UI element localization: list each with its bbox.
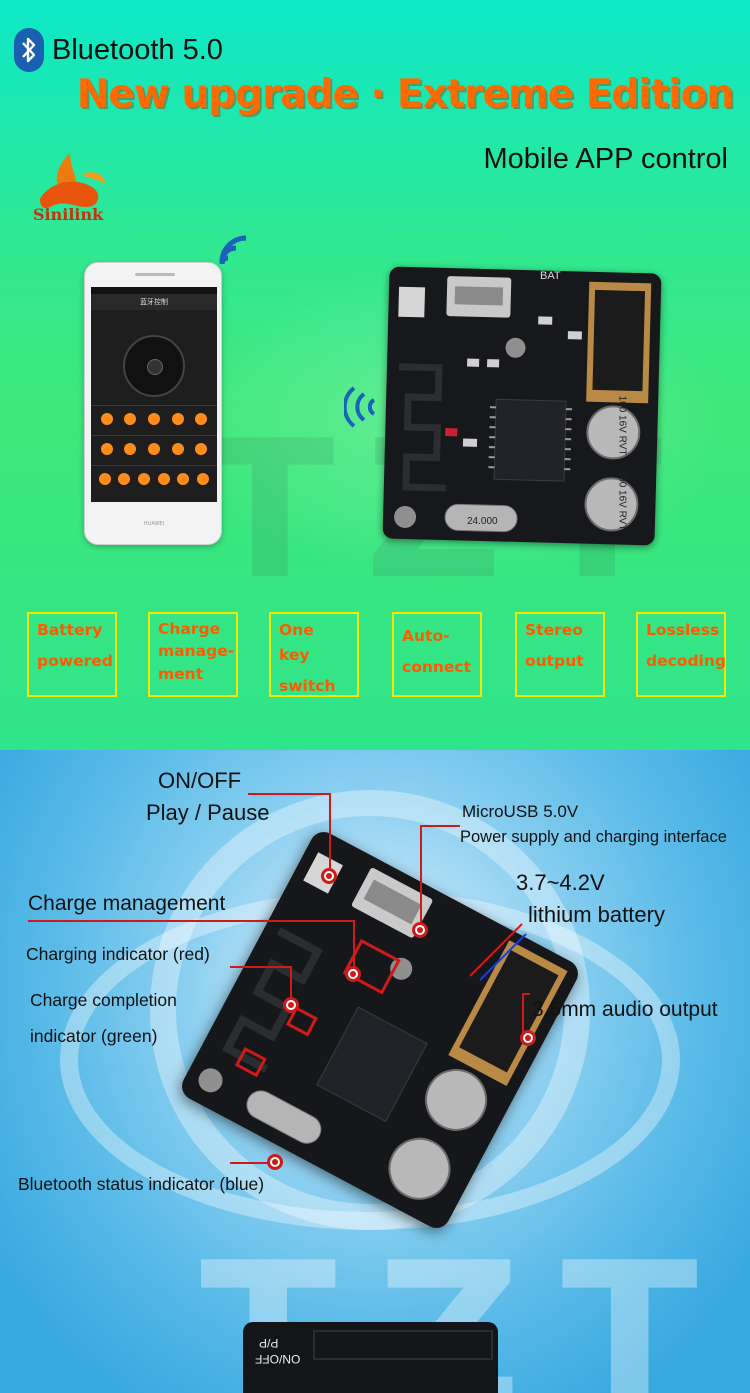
callout-microusb: MicroUSB 5.0V [462,802,579,821]
diagram-section: TZT ON/OFF Play / Pause MicroUSB 5.0V Po… [0,750,750,1393]
callout-charging-indicator: Charging indicator (red) [26,944,210,964]
callout-charge-completion-2: indicator (green) [30,1026,158,1046]
rear-label-onoff: ON/OFF [255,1352,301,1366]
headline: New upgrade · Extreme Edition [76,72,734,117]
callout-play-pause: Play / Pause [146,800,270,825]
callout-audio-output: 3.5mm audio output [532,998,718,1021]
sinilink-logo-icon [40,153,106,209]
callout-charge-management: Charge management [28,892,226,915]
app-icon-row [95,443,213,455]
callout-marker-red-led [283,997,299,1013]
bluetooth-audio-board [177,827,583,1233]
capacitor-label: 100 16V RVT [616,470,628,531]
feature-one-key-switch: One key switch [269,612,359,697]
callout-marker-audio [520,1030,536,1046]
phone-screen: 蓝牙控制 [91,287,217,502]
playback-wheel [123,335,185,397]
logo-text: Sinilink [33,205,104,224]
app-control-label: Mobile APP control [483,143,729,175]
phone-speaker [135,273,175,276]
top-banner: TZT Bluetooth 5.0 New upgrade · Extreme … [0,0,750,750]
capacitor-label: 100 16V RVT [616,395,628,456]
callout-onoff: ON/OFF [158,768,242,793]
bluetooth-audio-board [382,266,662,546]
feature-battery-powered: Battery powered [27,612,117,697]
feature-stereo-output: Stereo output [515,612,605,697]
feature-lossless-decoding: Lossless decoding [636,612,726,697]
app-icon-row [95,413,213,425]
callout-charge-completion: Charge completion [30,990,177,1010]
phone-brand: HUAWEI [143,521,165,527]
callout-marker-blue-led [267,1154,283,1170]
callout-bluetooth-status: Bluetooth status indicator (blue) [18,1174,265,1194]
crystal-label: 24.000 [467,516,498,527]
callout-marker-switch [321,868,337,884]
board-bat-label: BAT [540,270,561,282]
bluetooth-version: Bluetooth 5.0 [52,33,223,66]
battery-wire-lines [469,923,527,981]
app-icon-row [95,473,213,485]
callout-marker-usb [412,922,428,938]
feature-auto-connect: Auto- connect [392,612,482,697]
callout-marker-charge [345,966,361,982]
callout-microusb-desc: Power supply and charging interface [460,828,727,846]
phone-mockup: 蓝牙控制 HUAWEI [84,262,222,545]
app-title: 蓝牙控制 [91,294,217,310]
callout-battery-type: lithium battery [528,902,665,927]
wireless-signal-icon [344,386,376,428]
rear-label-pp: P/P [259,1336,279,1350]
callout-battery-voltage: 3.7~4.2V [516,870,605,895]
board-rear-preview: P/P ON/OFF [243,1322,498,1393]
play-icon [147,359,163,375]
feature-charge-management: Charge manage- ment [148,612,238,697]
wireless-signal-icon [219,235,247,265]
bluetooth-icon [14,28,44,72]
bluetooth-header: Bluetooth 5.0 [14,28,223,72]
